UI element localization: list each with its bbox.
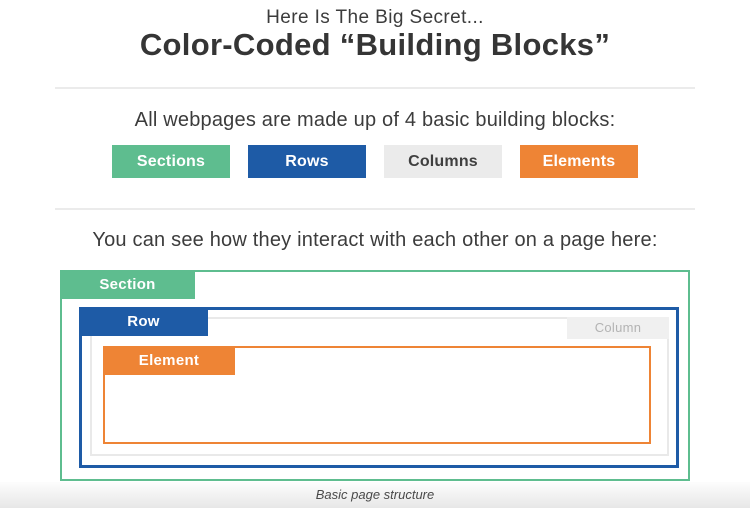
column-tab-label: Column (567, 317, 669, 339)
row-tab-label: Row (79, 307, 208, 336)
diagram-caption: Basic page structure (315, 487, 435, 502)
intro-text: All webpages are made up of 4 basic buil… (134, 109, 616, 131)
columns-button[interactable]: Columns (384, 145, 502, 178)
rows-button[interactable]: Rows (248, 145, 366, 178)
interaction-text: You can see how they interact with each … (92, 229, 658, 251)
page-title: Color-Coded “Building Blocks” (139, 27, 611, 62)
divider-middle (55, 208, 695, 210)
sections-button[interactable]: Sections (112, 145, 230, 178)
divider-top (55, 87, 695, 89)
kicker-heading: Here Is The Big Secret... (266, 7, 484, 28)
element-tab-label: Element (103, 346, 235, 375)
building-blocks-row: Sections Rows Columns Elements (0, 145, 750, 178)
elements-button[interactable]: Elements (520, 145, 638, 178)
footer-strip (0, 482, 750, 508)
section-tab-label: Section (60, 270, 195, 299)
